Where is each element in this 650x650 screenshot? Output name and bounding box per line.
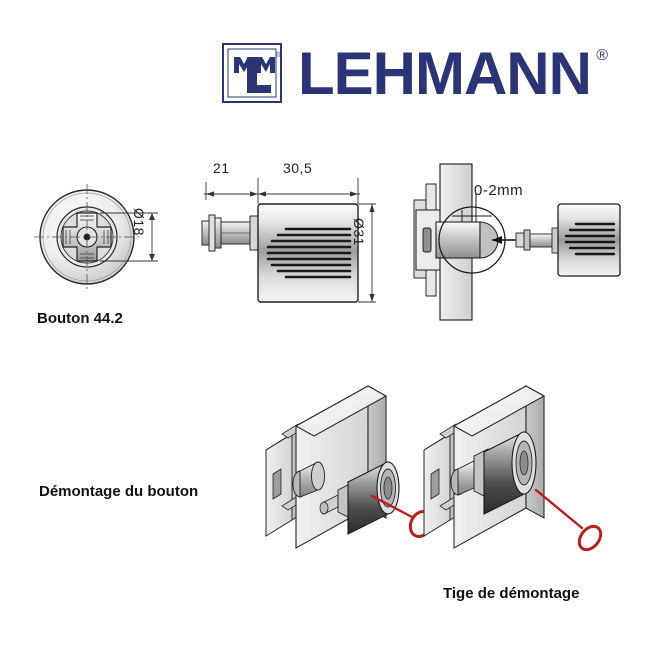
dimension-diameter-18: Ø18 [131, 208, 147, 236]
disassembly-view-caption: Démontage du bouton [39, 483, 199, 500]
lehmann-logo: ® LEHMANN ® [222, 38, 632, 110]
side-view: 21 30,5 Ø31 [190, 160, 390, 310]
assembly-view: 0-2mm [400, 160, 640, 321]
dimension-length-21: 21 [213, 160, 230, 176]
front-view-caption: Bouton 44.2 [37, 310, 123, 327]
lehmann-monogram-icon: ® [222, 43, 284, 105]
dimension-length-30-5: 30,5 [283, 160, 313, 176]
front-view: Ø18 [30, 180, 210, 300]
disassembly-view [260, 378, 450, 578]
tool-view [418, 378, 618, 578]
lehmann-wordmark: LEHMANN ® [298, 44, 608, 104]
tool-view-caption: Tige de démontage [443, 585, 580, 602]
svg-text:®: ® [276, 51, 282, 59]
annotation-panel-gap: 0-2mm [474, 182, 524, 199]
lehmann-wordmark-text: LEHMANN [298, 40, 592, 107]
dimension-diameter-31: Ø31 [351, 218, 367, 246]
registered-trademark-symbol: ® [596, 47, 608, 64]
